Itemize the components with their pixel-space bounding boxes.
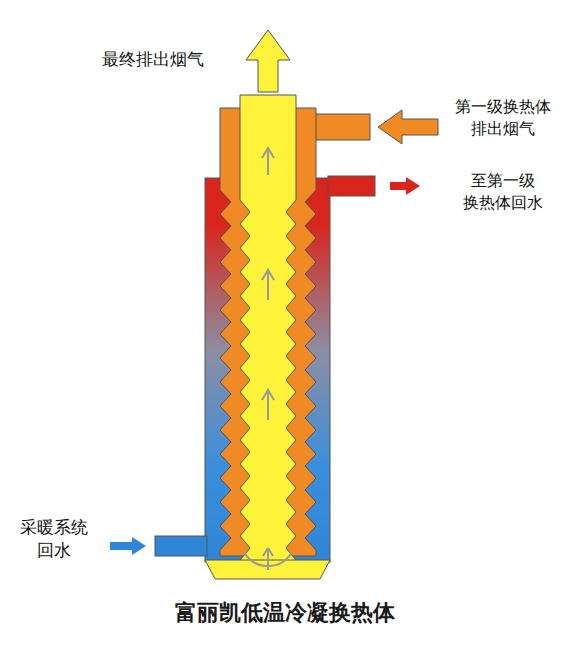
pipe-label: 第一级换热体 排出烟气 [440, 96, 565, 139]
water-inlet-pipe [155, 536, 207, 556]
water-outlet-arrow [390, 177, 420, 195]
pipe-label: 至第一级 换热体回水 [440, 170, 565, 213]
caption: 富丽凯低温冷凝换热体 [0, 598, 570, 628]
flue-core [240, 95, 296, 572]
corrugated-walls [220, 95, 316, 572]
pipe-label: 采暖系统 回水 [4, 516, 104, 562]
pipe-label: 最终排出烟气 [88, 48, 218, 71]
flow-arrows [244, 148, 292, 570]
flue-inlet-arrow [378, 110, 438, 144]
flue-inlet-pipe [314, 114, 370, 140]
water-inlet-arrow [110, 537, 146, 555]
exhaust-arrow [246, 30, 290, 92]
water-outlet-pipe [328, 176, 375, 196]
